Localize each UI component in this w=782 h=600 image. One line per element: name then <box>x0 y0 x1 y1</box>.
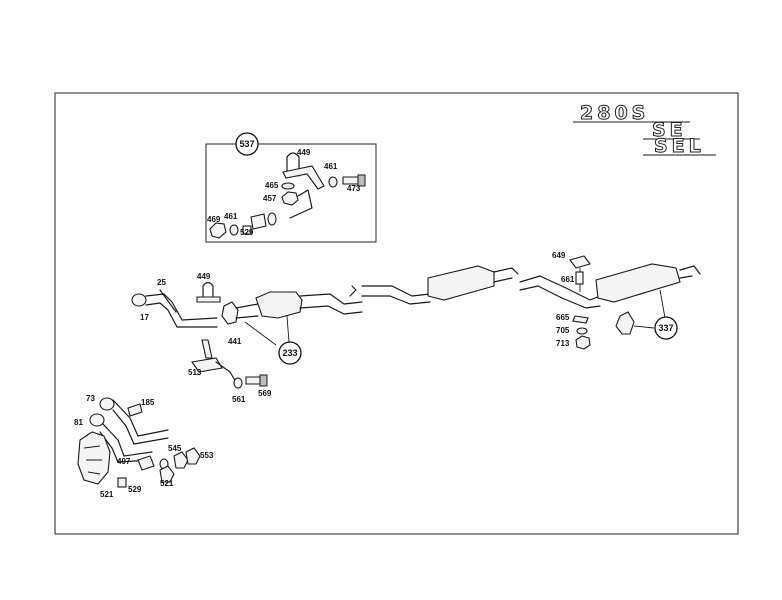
label-25: 25 <box>157 278 166 287</box>
front-pipes: 25 449 17 <box>131 272 221 328</box>
callout-337 <box>654 316 678 340</box>
washer <box>229 224 239 236</box>
callout-337-label: 337 <box>658 323 673 333</box>
spacer <box>117 477 127 488</box>
detail-box-537: 537 449 461 465 473 457 469 461 529 <box>205 132 377 243</box>
label-465: 465 <box>265 181 279 190</box>
stud <box>137 455 155 471</box>
label-457: 457 <box>263 194 277 203</box>
muffler-front <box>255 291 303 319</box>
pipe-flange <box>89 413 105 427</box>
rubber-hanger <box>575 271 584 285</box>
diagram-frame <box>54 92 739 535</box>
model-badge-280s: 280S <box>580 102 649 124</box>
clamp-part <box>572 315 589 324</box>
label-449: 449 <box>297 148 311 157</box>
label-473: 473 <box>347 184 361 193</box>
clamp-bracket <box>196 296 221 303</box>
label-469: 469 <box>207 215 221 224</box>
label-497: 497 <box>117 457 131 466</box>
label-713: 713 <box>556 339 570 348</box>
u-bolt <box>286 152 300 177</box>
washer <box>328 176 338 188</box>
washer <box>576 327 588 335</box>
label-529: 529 <box>128 485 142 494</box>
spacer <box>242 225 252 235</box>
pipe-clamp <box>221 301 239 325</box>
nut <box>209 222 227 239</box>
label-705: 705 <box>556 326 570 335</box>
callout-233 <box>278 341 302 365</box>
label-529: 529 <box>240 228 254 237</box>
nut <box>575 335 591 350</box>
manifold-section: 73 185 81 545 553 497 521 529 521 <box>74 394 214 499</box>
exhaust-manifold <box>77 431 111 485</box>
label-665: 665 <box>556 313 570 322</box>
callout-537 <box>235 132 259 156</box>
muffler-rear <box>595 263 681 303</box>
u-bolt <box>202 281 214 297</box>
nut <box>281 191 299 206</box>
pipe-flange <box>131 293 147 307</box>
nut <box>173 451 189 469</box>
nut <box>159 465 175 483</box>
label-649: 649 <box>552 251 566 260</box>
label-449: 449 <box>197 272 211 281</box>
hanger-plate <box>191 357 223 373</box>
muffler-center <box>427 265 495 301</box>
pipe-clamp <box>615 311 635 335</box>
callout-537-label: 537 <box>239 139 254 149</box>
label-461: 461 <box>324 162 338 171</box>
front-muffler: 233 441 513 561 569 <box>188 291 363 404</box>
bolt <box>245 376 261 385</box>
model-badge-se: SE <box>652 119 687 141</box>
label-185: 185 <box>141 398 155 407</box>
label-513: 513 <box>188 368 202 377</box>
model-badge: 280S SE SEL <box>573 102 716 158</box>
detail-box-frame <box>205 143 377 243</box>
label-569: 569 <box>258 389 272 398</box>
center-muffler <box>349 265 519 305</box>
label-461: 461 <box>224 212 238 221</box>
model-badge-sel: SEL <box>654 135 705 157</box>
washer <box>233 377 243 389</box>
label-553: 553 <box>200 451 214 460</box>
label-521: 521 <box>160 479 174 488</box>
callout-233-label: 233 <box>282 348 297 358</box>
bolt <box>127 403 143 417</box>
label-521: 521 <box>100 490 114 499</box>
washer <box>267 212 277 226</box>
spring-washer <box>281 182 295 190</box>
hanger <box>201 339 213 359</box>
label-661: 661 <box>561 275 575 284</box>
pipe-flange <box>99 397 115 411</box>
nut <box>185 447 201 465</box>
label-17: 17 <box>140 313 149 322</box>
rear-muffler: 337 649 661 665 705 713 <box>519 251 701 350</box>
hanger-mount <box>569 255 591 269</box>
label-441: 441 <box>228 337 242 346</box>
rubber-mount <box>250 213 267 230</box>
label-561: 561 <box>232 395 246 404</box>
bolt <box>342 176 359 185</box>
label-73: 73 <box>86 394 95 403</box>
label-545: 545 <box>168 444 182 453</box>
bracket <box>282 165 325 190</box>
label-81: 81 <box>74 418 83 427</box>
